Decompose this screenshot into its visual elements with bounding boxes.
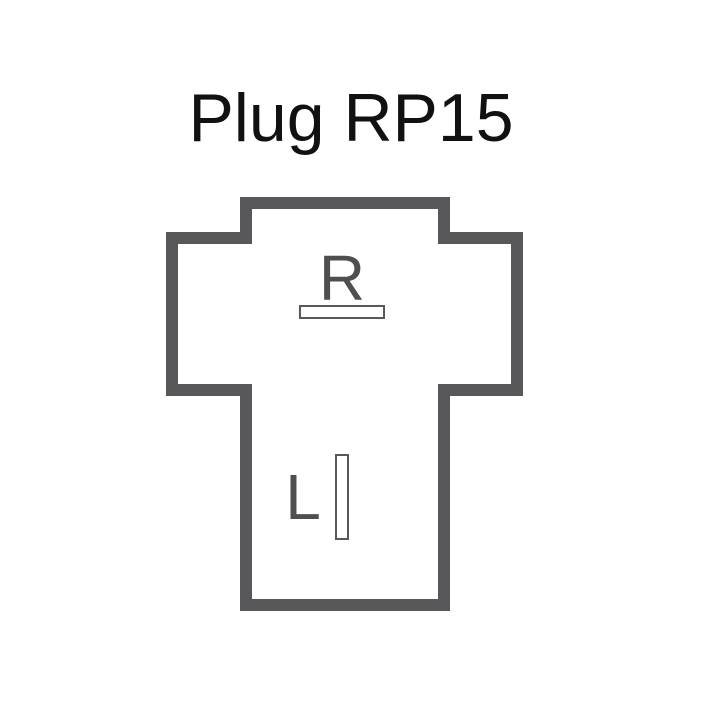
plug-outline bbox=[166, 197, 523, 611]
pin-r-label: R bbox=[319, 242, 365, 314]
pin-l: L bbox=[285, 454, 349, 540]
pin-l-label: L bbox=[285, 461, 321, 533]
pin-r-terminal bbox=[299, 305, 385, 319]
diagram-title: Plug RP15 bbox=[188, 80, 514, 156]
pin-l-terminal bbox=[335, 454, 349, 540]
pin-r: R bbox=[299, 242, 385, 319]
